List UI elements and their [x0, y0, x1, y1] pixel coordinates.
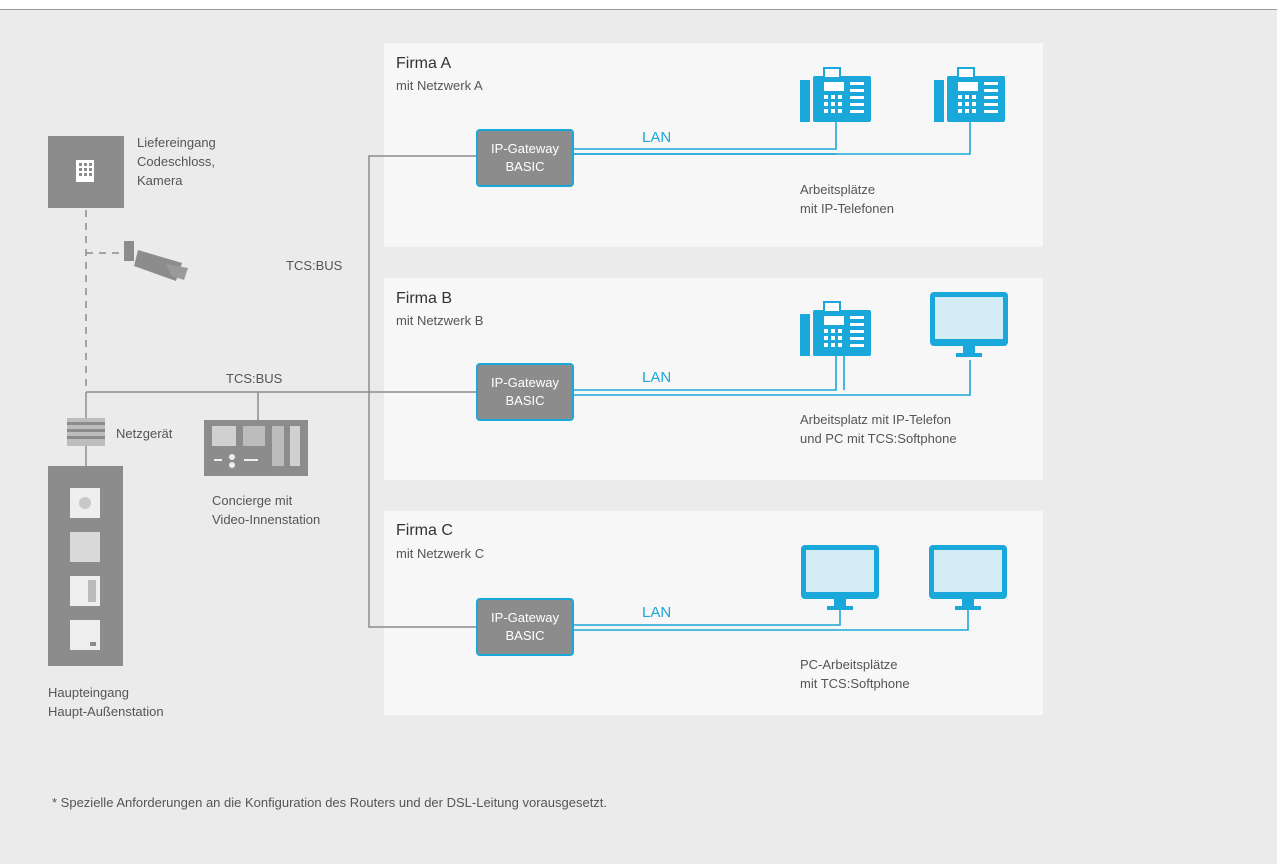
- main-entrance-line1: Haupteingang: [48, 685, 129, 700]
- gateway-c: IP-Gateway BASIC: [476, 598, 574, 656]
- gateway-a-line1: IP-Gateway: [491, 141, 559, 156]
- delivery-line3: Kamera: [137, 173, 183, 188]
- concierge-line1: Concierge mit: [212, 493, 293, 508]
- ip-phone-icon: [934, 67, 1005, 122]
- monitor-icon: [929, 545, 1007, 610]
- caption-c: PC-Arbeitsplätze mit TCS:Softphone: [800, 655, 910, 693]
- firm-b-subtitle: mit Netzwerk B: [396, 313, 484, 328]
- gateway-b: IP-Gateway BASIC: [476, 363, 574, 421]
- gateway-a-line2: BASIC: [505, 159, 545, 174]
- gateway-b-line2: BASIC: [505, 393, 545, 408]
- gateway-b-line1: IP-Gateway: [491, 375, 559, 390]
- caption-a: Arbeitsplätze mit IP-Telefonen: [800, 180, 894, 218]
- concierge-label: Concierge mit Video-Innenstation: [212, 491, 320, 529]
- ip-phone-icon: [800, 67, 871, 122]
- door-station-icon: [48, 466, 123, 666]
- lan-label-b: LAN: [642, 369, 672, 386]
- main-entrance-line2: Haupt-Außenstation: [48, 704, 164, 719]
- lan-b-2: [574, 360, 971, 396]
- bus-label-horizontal: TCS:BUS: [226, 371, 283, 386]
- lan-b-1: [574, 356, 837, 391]
- gateway-c-line2: BASIC: [505, 628, 545, 643]
- camera-icon: [124, 241, 188, 281]
- caption-b: Arbeitsplatz mit IP-Telefon und PC mit T…: [800, 410, 957, 448]
- caption-a-line1: Arbeitsplätze: [800, 182, 876, 197]
- monitor-icon: [930, 292, 1008, 357]
- firm-a-title: Firma A: [396, 55, 452, 72]
- caption-a-line2: mit IP-Telefonen: [800, 201, 894, 216]
- footnote: * Spezielle Anforderungen an die Konfigu…: [52, 795, 608, 810]
- caption-c-line2: mit TCS:Softphone: [800, 676, 910, 691]
- main-entrance-label: Haupteingang Haupt-Außenstation: [48, 683, 164, 721]
- delivery-line2: Codeschloss,: [137, 154, 216, 169]
- lan-label-a: LAN: [642, 129, 672, 146]
- gateway-a: IP-Gateway BASIC: [476, 129, 574, 187]
- gateway-c-line1: IP-Gateway: [491, 610, 559, 625]
- lan-c-1: [574, 608, 841, 626]
- video-indoor-station-icon: [204, 420, 308, 476]
- caption-b-line2: und PC mit TCS:Softphone: [800, 431, 957, 446]
- delivery-label: Liefereingang Codeschloss, Kamera: [137, 133, 216, 190]
- top-rule: [0, 9, 1277, 10]
- bus-label-vertical: TCS:BUS: [286, 258, 343, 273]
- concierge-line2: Video-Innenstation: [212, 512, 321, 527]
- firm-c-title: Firma C: [396, 522, 453, 539]
- monitor-icon: [801, 545, 879, 610]
- lan-a-2: [574, 122, 971, 155]
- keypad-icon: [48, 136, 124, 208]
- lan-label-c: LAN: [642, 604, 672, 621]
- caption-c-line1: PC-Arbeitsplätze: [800, 657, 898, 672]
- power-supply-icon: [67, 418, 105, 446]
- firm-b-title: Firma B: [396, 290, 452, 307]
- delivery-line1: Liefereingang: [137, 135, 216, 150]
- caption-b-line1: Arbeitsplatz mit IP-Telefon: [800, 412, 952, 427]
- lan-a-1a: [574, 122, 837, 150]
- firm-a-subtitle: mit Netzwerk A: [396, 78, 483, 93]
- lan-c-2: [574, 608, 969, 631]
- firm-c-subtitle: mit Netzwerk C: [396, 546, 485, 561]
- power-supply-label: Netzgerät: [116, 426, 173, 441]
- ip-phone-icon: [800, 301, 871, 356]
